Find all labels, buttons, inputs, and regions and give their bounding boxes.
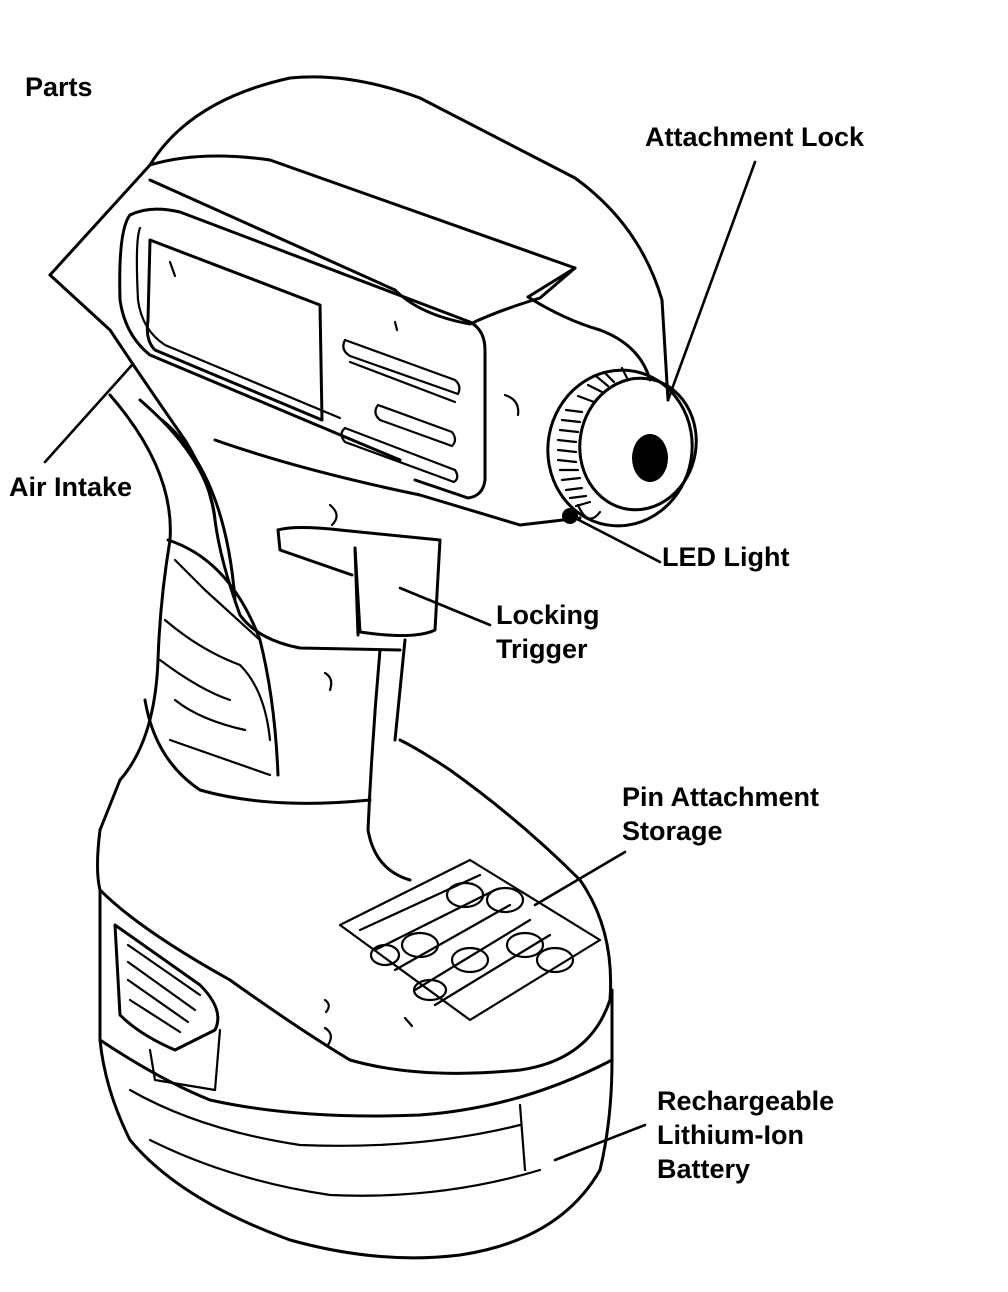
label-battery-line2: Lithium-Ion: [657, 1120, 804, 1150]
label-pin-storage-line2: Storage: [622, 816, 723, 846]
leader-led-light: [573, 516, 662, 564]
locking-trigger: [276, 526, 442, 638]
leader-air-intake: [43, 363, 134, 464]
label-air-intake: Air Intake: [9, 472, 133, 502]
battery-pack: [98, 1038, 614, 1260]
pin-storage-base: [96, 738, 614, 1092]
pin-attachments: [369, 881, 575, 1002]
inflator-head: [48, 75, 670, 527]
label-locking-trigger-line2: Trigger: [496, 634, 588, 664]
label-battery-line1: Rechargeable: [657, 1086, 835, 1116]
leader-attachment-lock: [666, 160, 757, 402]
leader-battery: [553, 1123, 647, 1162]
leader-lines: [43, 160, 757, 1162]
attachment-lock-dial: [546, 366, 698, 528]
page-title: Parts: [25, 72, 93, 102]
label-led-light: LED Light: [662, 542, 790, 572]
led-light-icon: [562, 508, 578, 524]
leader-pin-storage: [533, 850, 627, 907]
label-pin-storage-line1: Pin Attachment: [622, 782, 820, 812]
label-pin-attachment-storage: Pin Attachment Storage: [622, 780, 819, 848]
nozzle-opening: [632, 434, 668, 482]
label-locking-trigger-line1: Locking: [496, 600, 600, 630]
inflator-handle: [98, 393, 412, 882]
label-locking-trigger: Locking Trigger: [496, 598, 600, 666]
label-attachment-lock: Attachment Lock: [645, 122, 865, 152]
label-battery-line3: Battery: [657, 1154, 751, 1184]
label-battery: Rechargeable Lithium-Ion Battery: [657, 1084, 834, 1186]
leader-locking-trigger: [398, 586, 492, 627]
